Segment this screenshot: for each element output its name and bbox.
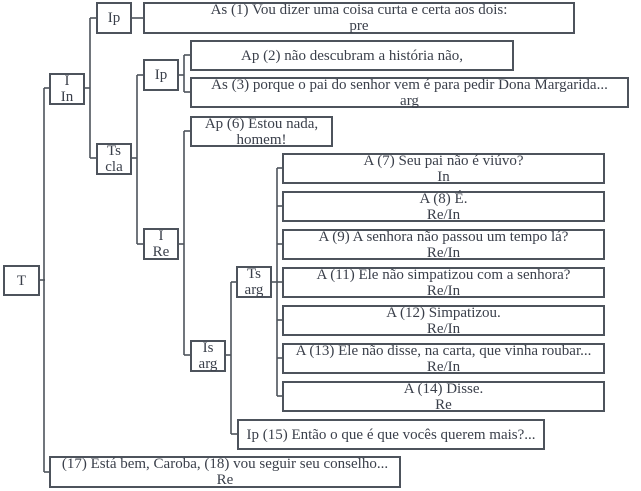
utterance-8: A (8) É. Re/In [282,190,605,223]
utterance-6: Ap (6) Estou nada, homem! [190,115,333,148]
utterance-9: A (9) A senhora não passou um tempo lá? … [282,228,605,261]
utterance-text: A (12) Simpatizou. [386,304,501,321]
node-Ip-top: Ip [96,2,132,34]
node-Ts-arg: Ts arg [236,266,272,298]
utterance-text: A (9) A senhora não passou um tempo lá? [318,228,569,245]
utterance-text: A (13) Ele não disse, na carta, que vinh… [295,342,592,359]
utterance-text: A (8) É. [419,190,468,207]
node-label: Ip [154,67,168,83]
node-label: In [60,89,74,105]
utterance-7: A (7) Seu pai não é viúvo? In [282,152,605,185]
node-I-Re: I Re [143,228,179,260]
node-Is-arg: Is arg [190,340,226,372]
node-label: I [158,228,164,244]
utterance-13: A (13) Ele não disse, na carta, que vinh… [282,342,605,375]
utterance-text: Ip (15) Então o que é que vocês querem m… [246,426,536,443]
utterance-text: Ap (6) Estou nada, [204,115,319,132]
utterance-function: Re/In [426,358,461,375]
utterance-17: (17) Está bem, Caroba, (18) vou seguir s… [49,456,401,488]
node-label: cla [105,159,123,175]
node-label: arg [244,282,264,298]
utterance-15: Ip (15) Então o que é que vocês querem m… [237,419,545,450]
utterance-text: A (7) Seu pai não é viúvo? [363,152,524,169]
node-I-In: I In [49,73,85,105]
utterance-function: Re/In [426,206,461,223]
utterance-text: As (1) Vou dizer uma coisa curta e certa… [210,2,508,18]
utterance-14: A (14) Disse. Re [282,380,605,413]
utterance-text: A (11) Ele não simpatizou com a senhora? [316,266,571,283]
utterance-text: As (3) porque o pai do senhor vem é para… [211,76,608,93]
node-label: Re [152,244,170,260]
utterance-function: Re/In [426,244,461,261]
utterance-2: Ap (2) não descubram a história não, [190,40,514,71]
utterance-function: pre [349,18,369,34]
node-label: Ts [107,143,121,159]
node-T: T [3,265,40,296]
node-label: Ts [247,266,261,282]
utterance-function: Re/In [426,320,461,337]
utterance-text: Ap (2) não descubram a história não, [240,47,463,64]
node-Ts-cla: Ts cla [96,143,132,175]
utterance-12: A (12) Simpatizou. Re/In [282,304,605,337]
node-label: T [16,272,27,289]
node-label: Ip [107,10,121,26]
node-Ip-mid: Ip [143,59,179,91]
utterance-function: Re [216,472,234,488]
utterance-text: A (14) Disse. [403,380,484,397]
node-label: Is [202,340,214,356]
utterance-function: Re [435,396,452,413]
node-label: I [64,73,70,89]
utterance-11: A (11) Ele não simpatizou com a senhora?… [282,266,605,299]
utterance-function: arg [400,92,419,109]
utterance-text: homem! [236,131,287,148]
utterance-function: Re/In [426,282,461,299]
utterance-3: As (3) porque o pai do senhor vem é para… [190,76,629,109]
utterance-1: As (1) Vou dizer uma coisa curta e certa… [143,2,575,34]
utterance-function: In [437,168,450,185]
utterance-text: (17) Está bem, Caroba, (18) vou seguir s… [61,456,389,472]
node-label: arg [198,356,218,372]
